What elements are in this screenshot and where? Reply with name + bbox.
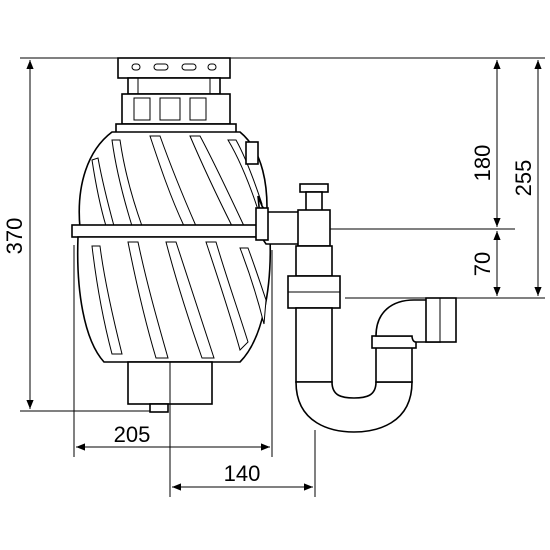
lower-ribs [91, 241, 267, 359]
dim-70-label: 70 [470, 252, 495, 276]
dim-180-label: 180 [470, 145, 495, 182]
trap-outlet [425, 297, 457, 343]
dimension-lines [26, 60, 542, 491]
dim-140-label: 140 [224, 461, 261, 486]
drain-trap [287, 183, 457, 433]
disposer-unit [71, 57, 273, 413]
middle-band [71, 224, 273, 238]
upper-ribs [91, 135, 263, 227]
mounting-ring [115, 93, 237, 135]
dim-370-label: 370 [2, 218, 27, 255]
mounting-flange [117, 57, 231, 95]
dim-205-label: 205 [114, 422, 151, 447]
trap-top-cap [299, 183, 329, 193]
bottom-screw [149, 403, 169, 413]
u-bend [295, 381, 413, 433]
dim-255-label: 255 [511, 160, 536, 197]
side-boss [245, 141, 259, 165]
